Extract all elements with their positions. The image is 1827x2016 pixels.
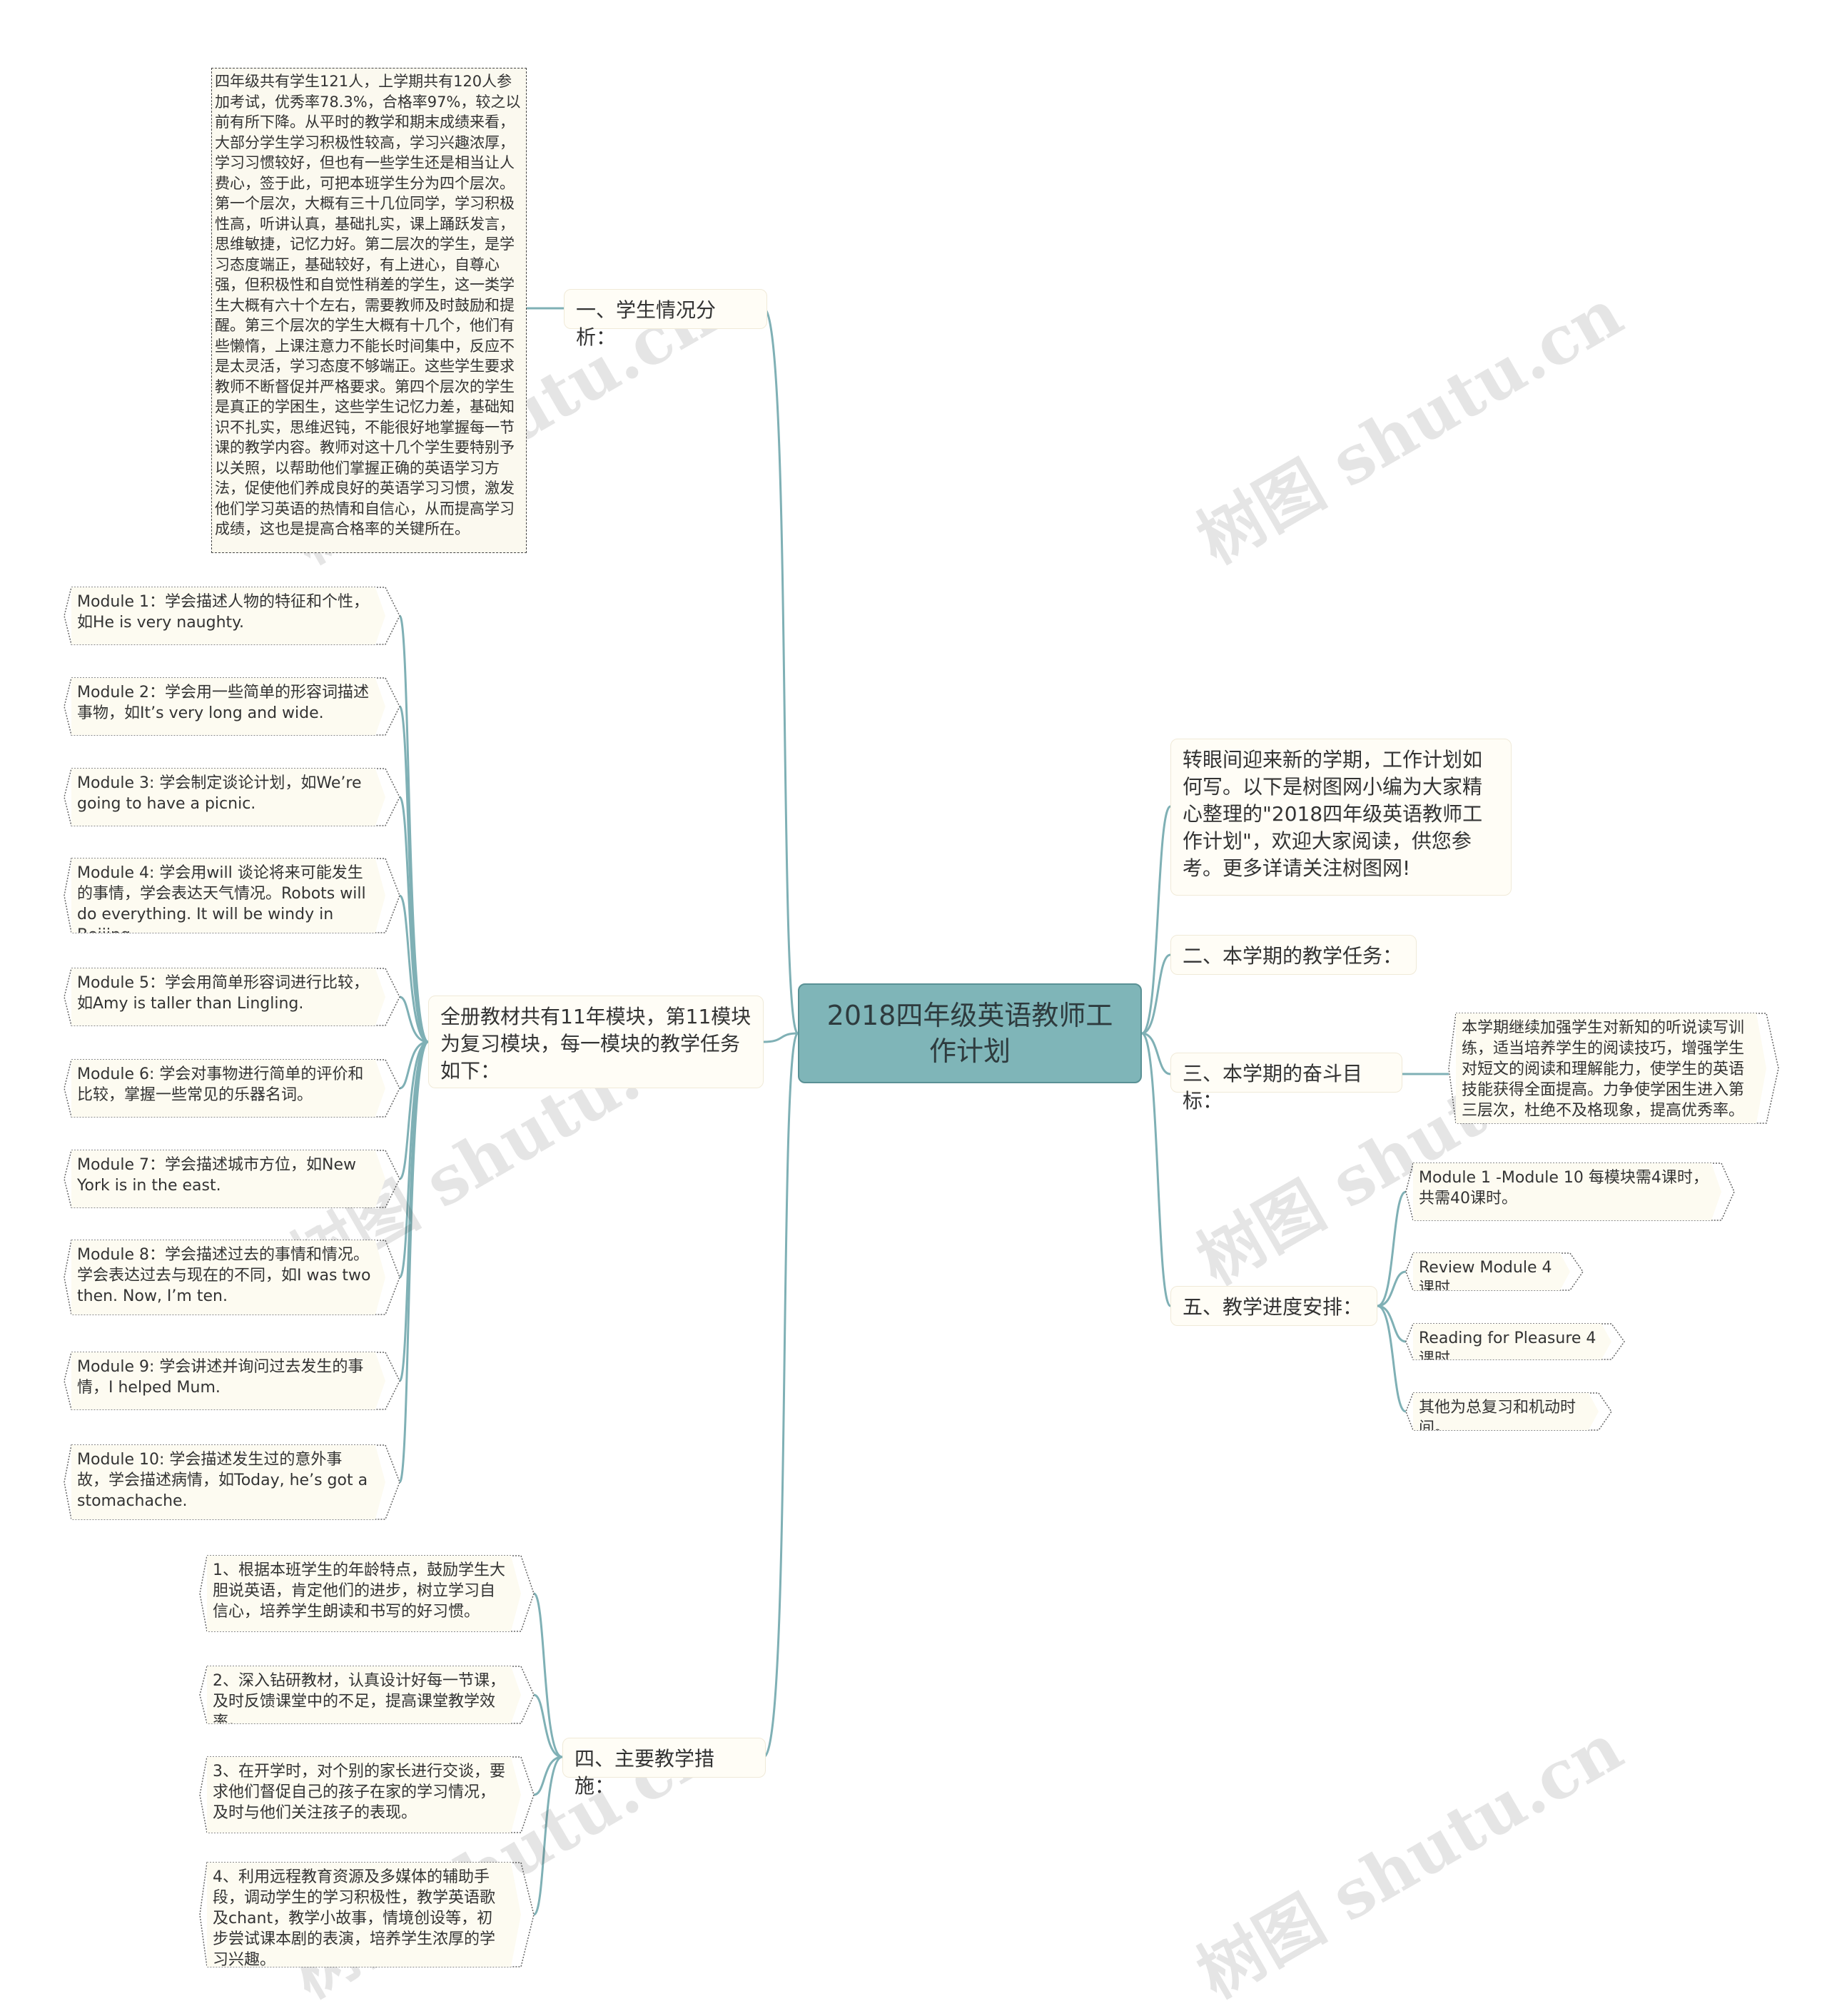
schedule-3[interactable]: Reading for Pleasure 4课时 bbox=[1413, 1324, 1611, 1359]
module-3[interactable]: Module 3: 学会制定谈论计划，如We’re going to have … bbox=[71, 769, 385, 826]
branch-label: 五、教学进度安排： bbox=[1183, 1295, 1363, 1319]
branch-student-analysis[interactable]: 一、学生情况分析： bbox=[564, 289, 767, 349]
goals-note[interactable]: 本学期继续加强学生对新知的听说读写训练，适当培养学生的阅读技巧，增强学生对短文的… bbox=[1456, 1013, 1766, 1123]
module-5[interactable]: Module 5：学会用简单形容词进行比较，如Amy is taller tha… bbox=[71, 968, 385, 1025]
measure-2[interactable]: 2、深入钻研教材，认真设计好每一节课，及时反馈课堂中的不足，提高课堂教学效率。 bbox=[207, 1666, 521, 1723]
schedule-2[interactable]: Review Module 4课时 bbox=[1413, 1253, 1570, 1290]
measure-1[interactable]: 1、根据本班学生的年龄特点，鼓励学生大胆说英语，肯定他们的进步，树立学习自信心，… bbox=[207, 1556, 521, 1631]
module-7[interactable]: Module 7：学会描述城市方位，如New York is in the ea… bbox=[71, 1150, 385, 1207]
module-2[interactable]: Module 2：学会用一些简单的形容词描述事物，如It’s very long… bbox=[71, 678, 385, 735]
branch-label: 全册教材共有11年模块，第11模块为复习模块，每一模块的教学任务如下： bbox=[440, 1005, 751, 1083]
branch-teaching-tasks[interactable]: 二、本学期的教学任务： bbox=[1170, 935, 1417, 975]
measure-4[interactable]: 4、利用远程教育资源及多媒体的辅助手段，调动学生的学习积极性，教学英语歌及cha… bbox=[207, 1863, 521, 1967]
link-center-r2 bbox=[1141, 953, 1171, 1035]
link-center-b4 bbox=[762, 1032, 799, 1758]
module-9[interactable]: Module 9: 学会讲述并询问过去发生的事情，I helped Mum. bbox=[71, 1352, 385, 1409]
module-10[interactable]: Module 10: 学会描述发生过的意外事故，学会描述病情，如Today, h… bbox=[71, 1445, 385, 1519]
central-topic[interactable]: 2018四年级英语教师工作计划 bbox=[798, 983, 1142, 1083]
branch-label: 四、主要教学措施： bbox=[575, 1747, 715, 1798]
central-topic-title: 2018四年级英语教师工作计划 bbox=[826, 1000, 1113, 1067]
link-center-r3 bbox=[1141, 1032, 1171, 1075]
schedule-1[interactable]: Module 1 -Module 10 每模块需4课时，共需40课时。 bbox=[1413, 1163, 1721, 1220]
link-center-b2 bbox=[763, 1032, 799, 1043]
link-center-intro bbox=[1141, 805, 1172, 1035]
module-6[interactable]: Module 6: 学会对事物进行简单的评价和比较，掌握一些常见的乐器名词。 bbox=[71, 1060, 385, 1117]
measure-3[interactable]: 3、在开学时，对个别的家长进行交谈，要求他们督促自己的孩子在家的学习情况，及时与… bbox=[207, 1757, 521, 1833]
branch-label: 三、本学期的奋斗目标： bbox=[1183, 1062, 1363, 1113]
branch-modules[interactable]: 全册教材共有11年模块，第11模块为复习模块，每一模块的教学任务如下： bbox=[428, 996, 764, 1088]
module-1[interactable]: Module 1：学会描述人物的特征和个性，如He is very naught… bbox=[71, 587, 385, 644]
link-center-b1 bbox=[762, 307, 799, 1035]
branch-goals[interactable]: 三、本学期的奋斗目标： bbox=[1170, 1053, 1402, 1113]
module-8[interactable]: Module 8：学会描述过去的事情和情况。学会表达过去与现在的不同，如I wa… bbox=[71, 1240, 385, 1315]
branch-label: 二、本学期的教学任务： bbox=[1183, 944, 1403, 968]
branch-teaching-measures[interactable]: 四、主要教学措施： bbox=[562, 1738, 766, 1798]
link-center-r5 bbox=[1141, 1032, 1172, 1307]
module-4[interactable]: Module 4: 学会用will 谈论将来可能发生的事情，学会表达天气情况。R… bbox=[71, 858, 385, 933]
student-analysis-note: 四年级共有学生121人，上学期共有120人参加考试，优秀率78.3%，合格率97… bbox=[211, 68, 527, 553]
branch-schedule[interactable]: 五、教学进度安排： bbox=[1170, 1286, 1377, 1326]
branch-label: 一、学生情况分析： bbox=[576, 298, 717, 349]
intro-text[interactable]: 转眼间迎来新的学期，工作计划如何写。以下是树图网小编为大家精心整理的"2018四… bbox=[1170, 739, 1512, 896]
schedule-4[interactable]: 其他为总复习和机动时间。 bbox=[1413, 1393, 1599, 1430]
